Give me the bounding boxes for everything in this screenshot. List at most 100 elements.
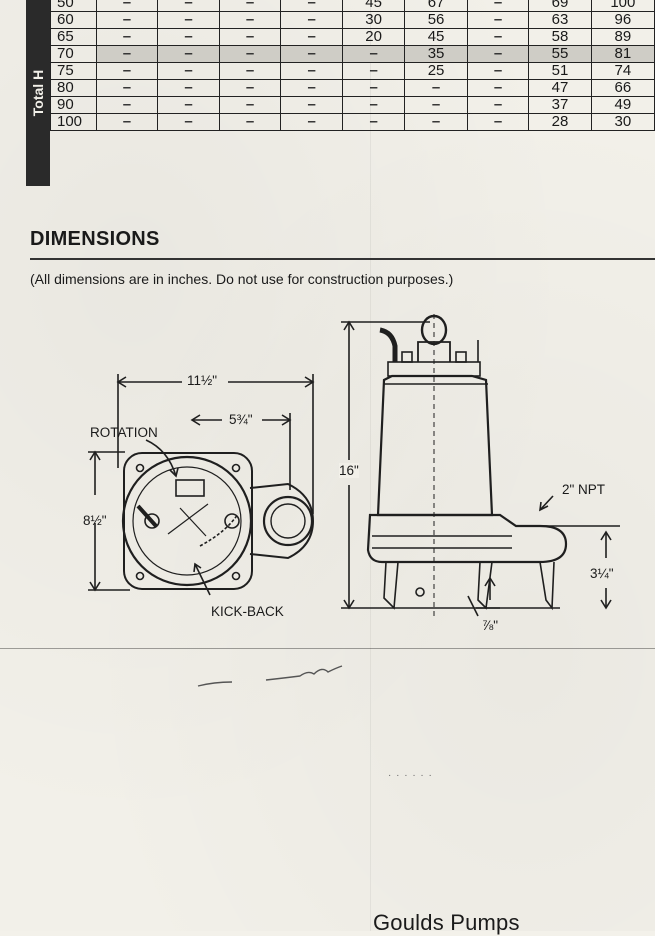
table-cell: 30 bbox=[341, 11, 406, 29]
table-cell: – bbox=[95, 62, 159, 80]
table-cell: – bbox=[157, 45, 220, 63]
table-cell: 47 bbox=[528, 79, 592, 97]
section-divider bbox=[30, 258, 655, 260]
table-cell: 25 bbox=[404, 62, 468, 80]
table-cell: 20 bbox=[341, 28, 406, 46]
table-cell: – bbox=[157, 62, 220, 80]
height-left-label: 8½" bbox=[83, 513, 107, 528]
table-cell: – bbox=[466, 11, 530, 29]
table-cell: – bbox=[341, 62, 406, 80]
table-cell: 28 bbox=[528, 113, 592, 131]
table-cell: 100 bbox=[590, 0, 655, 12]
table-cell: – bbox=[280, 0, 343, 12]
table-cell: – bbox=[341, 96, 406, 114]
table-cell: – bbox=[95, 0, 159, 12]
table-cell: – bbox=[466, 62, 530, 80]
pen-mark bbox=[197, 665, 343, 687]
clearance-label: ⅞" bbox=[482, 618, 499, 633]
table-cell: 66 bbox=[590, 79, 655, 97]
table-cell: – bbox=[466, 79, 530, 97]
table-cell: – bbox=[157, 0, 220, 12]
table-cell: – bbox=[404, 79, 468, 97]
dimensions-note: (All dimensions are in inches. Do not us… bbox=[30, 271, 454, 287]
table-cell: – bbox=[218, 0, 282, 12]
table-cell: – bbox=[95, 96, 159, 114]
table-cell: 96 bbox=[590, 11, 655, 29]
table-cell: – bbox=[280, 28, 343, 46]
table-cell: 45 bbox=[404, 28, 468, 46]
table-cell: 89 bbox=[590, 28, 655, 46]
speckle-dots: · · · · · · bbox=[388, 770, 433, 781]
brand-footer: Goulds Pumps bbox=[373, 910, 520, 935]
dimensions-title: DIMENSIONS bbox=[30, 228, 160, 250]
row-head-cell: 70 bbox=[50, 45, 97, 63]
table-cell: 55 bbox=[528, 45, 592, 63]
table-cell: – bbox=[157, 79, 220, 97]
table-cell: – bbox=[157, 113, 220, 131]
table-cell: – bbox=[466, 0, 530, 12]
table-cell: – bbox=[95, 11, 159, 29]
table-cell: 58 bbox=[528, 28, 592, 46]
discharge-height-label: 3¼" bbox=[590, 566, 614, 581]
table-cell: – bbox=[466, 96, 530, 114]
table-cell: – bbox=[466, 113, 530, 131]
table-cell: 30 bbox=[590, 113, 655, 131]
table-cell: – bbox=[341, 79, 406, 97]
offset-label: 5¾" bbox=[229, 412, 253, 427]
table-cell: – bbox=[466, 28, 530, 46]
table-cell: – bbox=[280, 11, 343, 29]
row-head-cell: 100 bbox=[50, 113, 97, 131]
kickback-label: KICK-BACK bbox=[211, 604, 284, 619]
row-head-cell: 90 bbox=[50, 96, 97, 114]
table-cell: – bbox=[157, 28, 220, 46]
row-head-cell: 60 bbox=[50, 11, 97, 29]
fold-crease-horizontal bbox=[0, 648, 655, 649]
table-cell: – bbox=[95, 113, 159, 131]
table-cell: 51 bbox=[528, 62, 592, 80]
pump-height-label: 16" bbox=[339, 463, 359, 478]
table-cell: 67 bbox=[404, 0, 468, 12]
pump-dimension-drawing bbox=[88, 314, 620, 618]
table-cell: – bbox=[157, 11, 220, 29]
table-cell: – bbox=[280, 45, 343, 63]
table-cell: – bbox=[280, 113, 343, 131]
row-head-cell: 65 bbox=[50, 28, 97, 46]
table-cell: – bbox=[218, 45, 282, 63]
table-cell: – bbox=[404, 113, 468, 131]
table-cell: 35 bbox=[404, 45, 468, 63]
table-cell: – bbox=[218, 79, 282, 97]
fold-crease bbox=[370, 0, 371, 931]
table-cell: 81 bbox=[590, 45, 655, 63]
table-cell: – bbox=[218, 28, 282, 46]
table-cell: 37 bbox=[528, 96, 592, 114]
table-cell: – bbox=[341, 113, 406, 131]
table-cell: 56 bbox=[404, 11, 468, 29]
table-cell: – bbox=[95, 28, 159, 46]
rotation-label: ROTATION bbox=[90, 425, 158, 440]
width-overall-label: 11½" bbox=[187, 373, 218, 388]
table-cell: – bbox=[218, 62, 282, 80]
table-cell: – bbox=[95, 79, 159, 97]
row-head-cell: 50 bbox=[50, 0, 97, 12]
discharge-npt-label: 2" NPT bbox=[562, 482, 606, 497]
table-cell: – bbox=[95, 45, 159, 63]
total-head-axis-label: Total H bbox=[26, 0, 50, 186]
table-cell: – bbox=[341, 45, 406, 63]
table-cell: 49 bbox=[590, 96, 655, 114]
table-cell: – bbox=[218, 113, 282, 131]
table-cell: – bbox=[218, 11, 282, 29]
table-cell: – bbox=[280, 79, 343, 97]
row-head-cell: 75 bbox=[50, 62, 97, 80]
table-cell: 45 bbox=[341, 0, 406, 12]
table-cell: – bbox=[466, 45, 530, 63]
